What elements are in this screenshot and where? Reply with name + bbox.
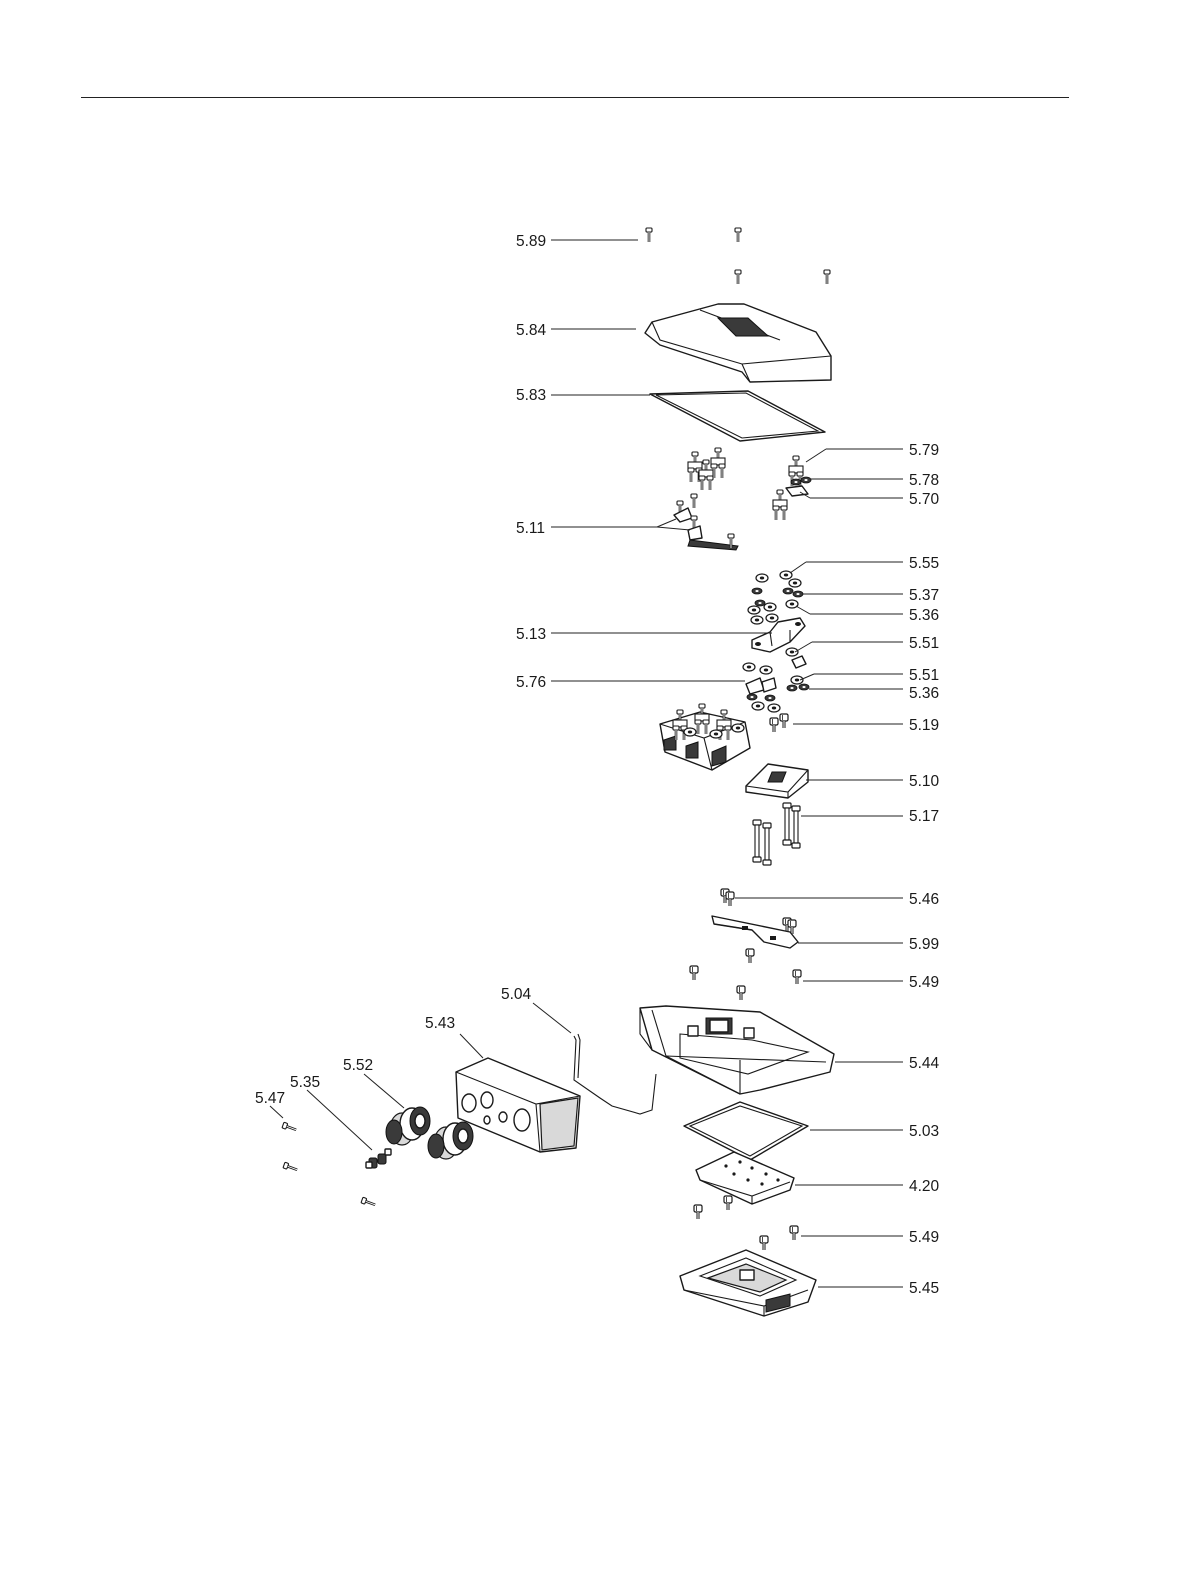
part-nuts-5-55 [756, 571, 801, 587]
part-plate-4-20 [696, 1152, 794, 1204]
part-screws-5-89 [646, 228, 830, 284]
part-plugs-5-35 [366, 1149, 391, 1168]
part-gasket-5-03 [684, 1102, 808, 1160]
label-5-04: 5.04 [501, 986, 532, 1003]
part-terminal-block-assembly [660, 704, 750, 770]
part-terminals-5-79 [688, 448, 803, 490]
label-5-79: 5.79 [909, 442, 939, 459]
label-5-17: 5.17 [909, 808, 939, 825]
label-5-03: 5.03 [909, 1123, 939, 1140]
part-screws-5-49-upper [690, 949, 801, 1000]
label-5-51-lower: 5.51 [909, 667, 939, 684]
label-5-76: 5.76 [516, 674, 546, 691]
label-5-43: 5.43 [425, 1015, 455, 1032]
part-gasket-5-83 [650, 391, 825, 441]
label-5-55: 5.55 [909, 555, 939, 572]
label-5-49-lower: 5.49 [909, 1229, 939, 1246]
label-5-37: 5.37 [909, 587, 939, 604]
label-5-46: 5.46 [909, 891, 939, 908]
label-5-52: 5.52 [343, 1057, 373, 1074]
label-4-20: 4.20 [909, 1178, 940, 1195]
part-base-5-10 [746, 764, 808, 798]
label-5-47: 5.47 [255, 1090, 285, 1107]
part-screws-5-19 [770, 714, 788, 732]
part-wire-5-04 [574, 1034, 656, 1114]
part-screws-5-47 [282, 1122, 376, 1207]
label-5-13: 5.13 [516, 626, 546, 643]
label-5-89: 5.89 [516, 233, 546, 250]
part-adapter-box-5-43 [456, 1058, 580, 1152]
part-cover-5-84 [645, 304, 831, 382]
part-links-5-76 [743, 663, 776, 701]
part-base-housing-5-45 [680, 1250, 816, 1316]
label-5-99: 5.99 [909, 936, 939, 953]
label-5-11: 5.11 [516, 520, 545, 537]
part-plate-5-70 [773, 486, 808, 520]
part-bolts-5-17 [753, 803, 800, 865]
label-5-83: 5.83 [516, 387, 546, 404]
label-5-35: 5.35 [290, 1074, 320, 1091]
part-housing-5-44 [640, 1006, 834, 1094]
label-5-70: 5.70 [909, 491, 940, 508]
label-5-49-upper: 5.49 [909, 974, 939, 991]
label-5-84: 5.84 [516, 322, 547, 339]
label-5-51-upper: 5.51 [909, 635, 939, 652]
label-5-78: 5.78 [909, 472, 939, 489]
label-5-10: 5.10 [909, 773, 940, 790]
label-5-36-upper: 5.36 [909, 607, 939, 624]
label-5-36-lower: 5.36 [909, 685, 939, 702]
label-5-45: 5.45 [909, 1280, 939, 1297]
label-5-19: 5.19 [909, 717, 939, 734]
part-ground-bracket-5-11 [674, 494, 738, 550]
part-screws-5-49-lower [694, 1196, 798, 1250]
leader-lines [270, 240, 903, 1287]
label-5-44: 5.44 [909, 1055, 940, 1072]
